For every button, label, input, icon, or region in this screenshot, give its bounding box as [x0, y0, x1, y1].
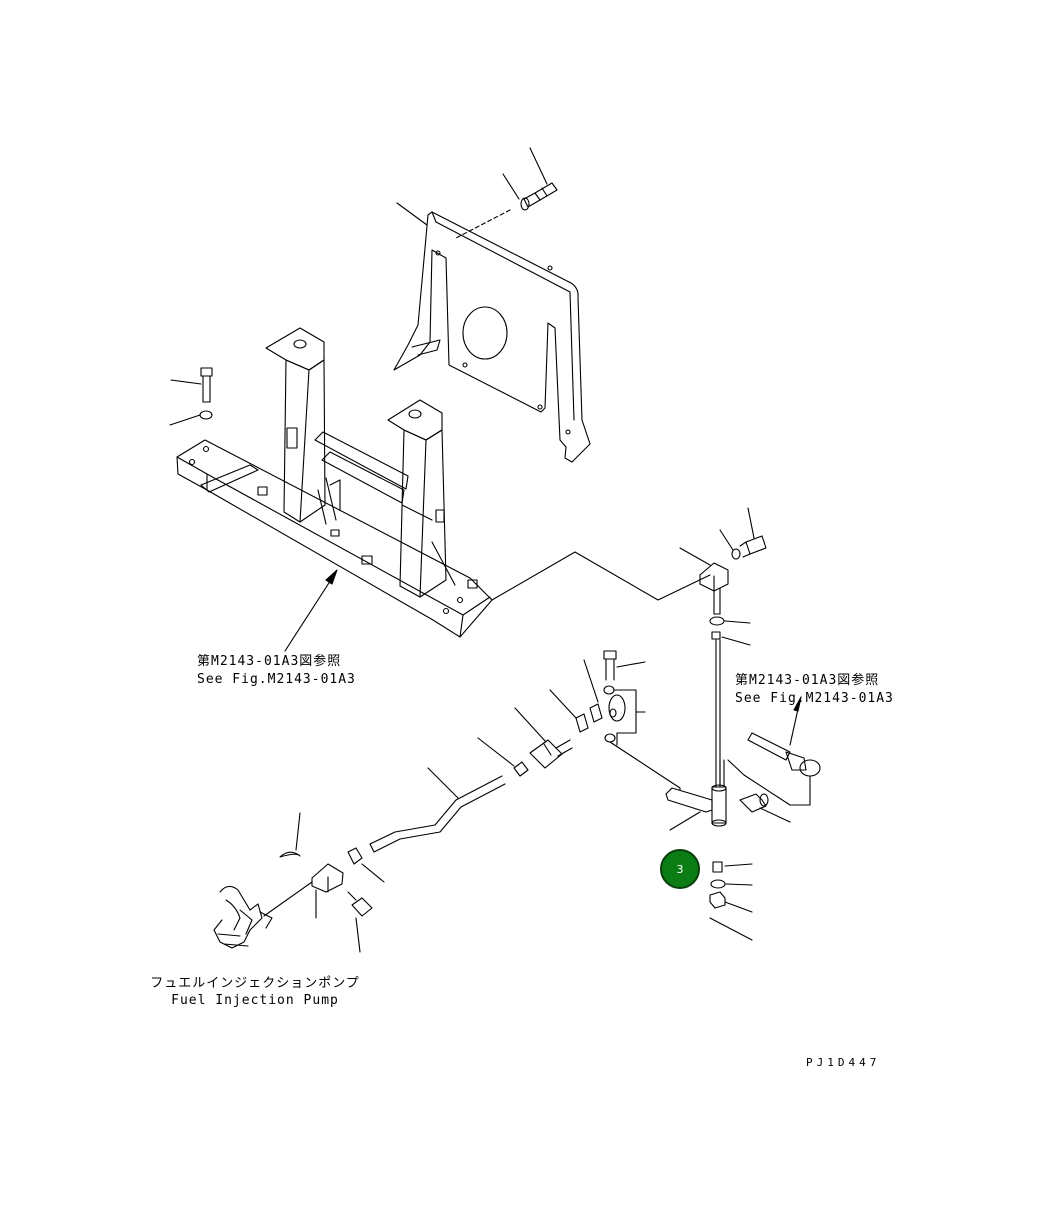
ball-joint	[739, 793, 769, 813]
bolt-pump	[347, 891, 373, 917]
nut-linkage-b	[575, 713, 589, 733]
washer-frame-left	[199, 410, 213, 420]
nut-rod-lower	[347, 847, 363, 865]
bolt-bracket	[739, 535, 767, 558]
clamp-pump	[311, 863, 344, 893]
reference-label-left-en: See Fig.M2143-01A3	[197, 672, 356, 687]
rod-end-right	[747, 732, 821, 777]
pump-label-en: Fuel Injection Pump	[171, 993, 339, 1008]
control-rod	[369, 775, 506, 853]
spacer-linkage	[608, 694, 626, 722]
cover-plate	[393, 211, 591, 463]
fuel-injection-pump-sketch	[213, 885, 273, 949]
reference-label-right-en: See Fig.M2143-01A3	[735, 691, 894, 706]
washer-bracket	[731, 548, 741, 560]
reference-label-left-jp: 第M2143-01A3図参照	[197, 654, 342, 669]
washer-linkage-bottom	[604, 733, 616, 743]
nut-lever	[709, 891, 726, 909]
reference-label-right-jp: 第M2143-01A3図参照	[735, 673, 880, 688]
callout-number: 3	[676, 862, 684, 876]
washer-lever	[710, 879, 726, 889]
turnbuckle	[529, 739, 573, 769]
lever	[665, 759, 727, 827]
support-frame	[176, 327, 493, 638]
bolt-frame-left	[200, 367, 213, 403]
nut-rod	[513, 761, 529, 777]
bolt-linkage	[603, 650, 617, 681]
washer-linkage-top	[603, 685, 615, 695]
bracket-upper	[699, 562, 729, 615]
washer-cover-top	[520, 197, 530, 211]
collar-lever	[712, 861, 723, 873]
callout-marker-3[interactable]: 3	[660, 849, 700, 889]
washer-shaft-top	[709, 616, 725, 626]
nut-linkage-a	[589, 703, 603, 723]
drawing-code: PJ1D447	[806, 1056, 881, 1069]
pump-label-jp: フュエルインジェクションポンプ	[150, 976, 360, 991]
bolt-cover-top	[523, 182, 558, 208]
collar-shaft	[711, 631, 721, 640]
